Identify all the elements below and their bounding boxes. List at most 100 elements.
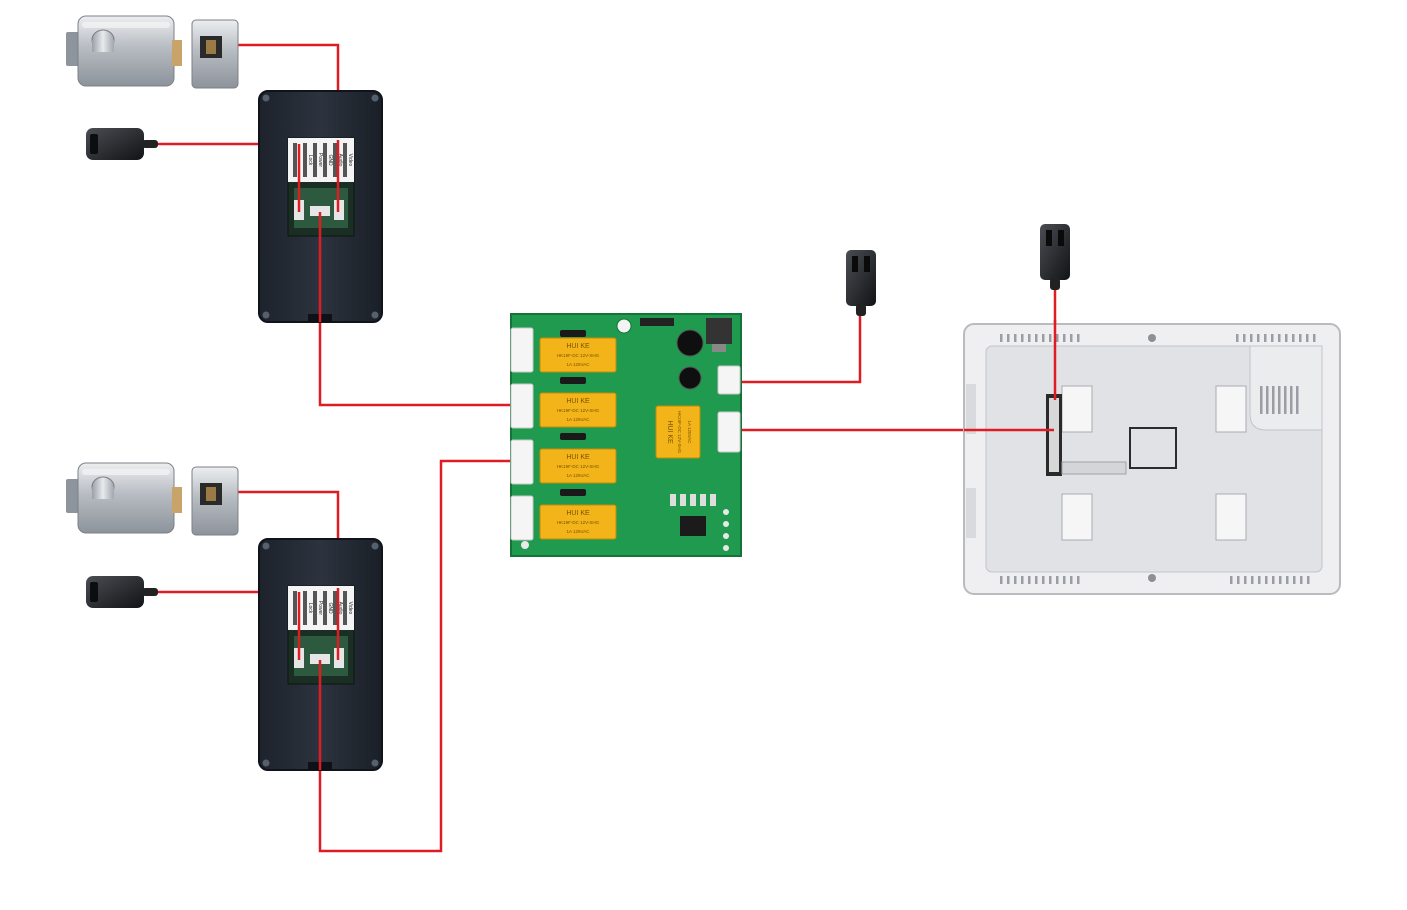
vent-slot	[1251, 576, 1254, 584]
vent-slot	[1272, 576, 1275, 584]
wall-power-adapter-icon	[846, 250, 876, 316]
station-label-line: Audio	[337, 602, 343, 615]
station-label-line: Power	[317, 153, 323, 168]
vent-slot	[1014, 334, 1017, 342]
station-label-line: GND	[327, 602, 333, 614]
relay-brand: HUI KE	[566, 343, 590, 350]
vent-slot	[1056, 576, 1059, 584]
relay-group: HUI KE HK19F-DC 12V-SHG 1A 125VAC HUI KE HK1…	[539, 337, 701, 540]
vent-slot	[1070, 334, 1073, 342]
vent-slot	[1070, 576, 1073, 584]
relay-body	[539, 392, 617, 428]
vent-slot	[1042, 334, 1045, 342]
vent-slot	[1035, 334, 1038, 342]
indoor-monitor-back	[963, 323, 1341, 595]
vent-slot	[1258, 576, 1261, 584]
relay-rating: 1A 125VAC	[687, 421, 692, 445]
vent-slot	[1271, 334, 1274, 342]
vent-slot	[1056, 334, 1059, 342]
wire-board-power	[730, 314, 862, 384]
vent-slot	[1284, 386, 1287, 414]
station-label-line: GND	[327, 154, 333, 166]
relay-body	[655, 405, 701, 459]
vent-slot	[1000, 576, 1003, 584]
vent-slot	[1313, 334, 1316, 342]
vent-slot	[1077, 576, 1080, 584]
vent-slot	[1299, 334, 1302, 342]
relay: HUI KE HK19F-DC 12V-SHG 1A 125VAC	[539, 448, 617, 484]
wires-over-stations	[297, 140, 340, 770]
relay-model: HK19F-DC 12V-SHG	[557, 353, 600, 358]
vent-slot	[1244, 576, 1247, 584]
relay-rating: 1A 125VAC	[567, 529, 591, 534]
vent-slot	[1290, 386, 1293, 414]
vent-slot	[1278, 386, 1281, 414]
station-label-line: Audio	[337, 154, 343, 167]
wire-station-2-to-board	[318, 459, 520, 853]
vent-slot	[1000, 334, 1003, 342]
relay-rating: 1A 125VAC	[567, 362, 591, 367]
electric-lock-icon	[66, 462, 239, 536]
relay-model: HK19F-DC 12V-SHG	[557, 464, 600, 469]
vent-slot	[1266, 386, 1269, 414]
relay-model: HK19F-DC 12V-SHG	[557, 520, 600, 525]
vent-slot	[1230, 576, 1233, 584]
vent-slot	[1028, 576, 1031, 584]
relay-model: HK19F-DC 12V-SHG	[677, 411, 682, 454]
electric-lock-icon	[66, 15, 239, 89]
vent-slot	[1250, 334, 1253, 342]
vent-slot	[1042, 576, 1045, 584]
vent-slot	[1007, 576, 1010, 584]
vent-slot	[1077, 334, 1080, 342]
relay: HUI KE HK19F-DC 12V-SHG 1A 125VAC	[539, 504, 617, 540]
vent-slot	[1278, 334, 1281, 342]
relay-rating: 1A 125VAC	[567, 417, 591, 422]
power-adapter-icon	[86, 128, 158, 160]
vent-slot	[1293, 576, 1296, 584]
relay: HUI KE HK19F-DC 12V-SHG 1A 125VAC	[539, 337, 617, 373]
station-label-line: Video	[347, 154, 353, 167]
relay: HUI KE HK19F-DC 12V-SHG 1A 125VAC	[655, 405, 701, 459]
relay-brand: HUI KE	[566, 454, 590, 461]
vent-slot	[1307, 576, 1310, 584]
vent-slot	[1285, 334, 1288, 342]
relay-rating: 1A 125VAC	[567, 473, 591, 478]
relay-model: HK19F-DC 12V-SHG	[557, 408, 600, 413]
vent-slot	[1021, 576, 1024, 584]
vent-slot	[1035, 576, 1038, 584]
vent-slot	[1257, 334, 1260, 342]
vent-slot	[1014, 576, 1017, 584]
wall-power-adapter-icon	[1040, 224, 1070, 290]
vent-slot	[1264, 334, 1267, 342]
vent-slot	[1296, 386, 1299, 414]
vent-slot	[1279, 576, 1282, 584]
wire-color-label	[293, 143, 347, 177]
wires-over-monitor	[964, 320, 1057, 432]
vent-slot	[1236, 334, 1239, 342]
vent-slot	[1265, 576, 1268, 584]
vent-slot	[1049, 576, 1052, 584]
vent-slot	[1063, 576, 1066, 584]
vent-slot	[1243, 334, 1246, 342]
vent-slot	[1260, 386, 1263, 414]
relay-brand: HUI KE	[566, 510, 590, 517]
wire-color-label	[293, 591, 347, 625]
station-label-line: Power	[317, 601, 323, 616]
vent-slot	[1272, 386, 1275, 414]
vent-slot	[1063, 334, 1066, 342]
vent-slot	[1286, 576, 1289, 584]
relay-body	[539, 504, 617, 540]
relay-brand: HUI KE	[666, 420, 673, 444]
vent-slot	[1028, 334, 1031, 342]
relay-body	[539, 337, 617, 373]
vent-slot	[1306, 334, 1309, 342]
power-adapter-icon	[86, 576, 158, 608]
station-label-line: Video	[347, 602, 353, 615]
vent-slot	[1049, 334, 1052, 342]
vent-slot	[1300, 576, 1303, 584]
vent-slot	[1021, 334, 1024, 342]
station-label-line: Lock	[307, 603, 313, 614]
station-label-line: Lock	[307, 155, 313, 166]
vent-slot	[1237, 576, 1240, 584]
